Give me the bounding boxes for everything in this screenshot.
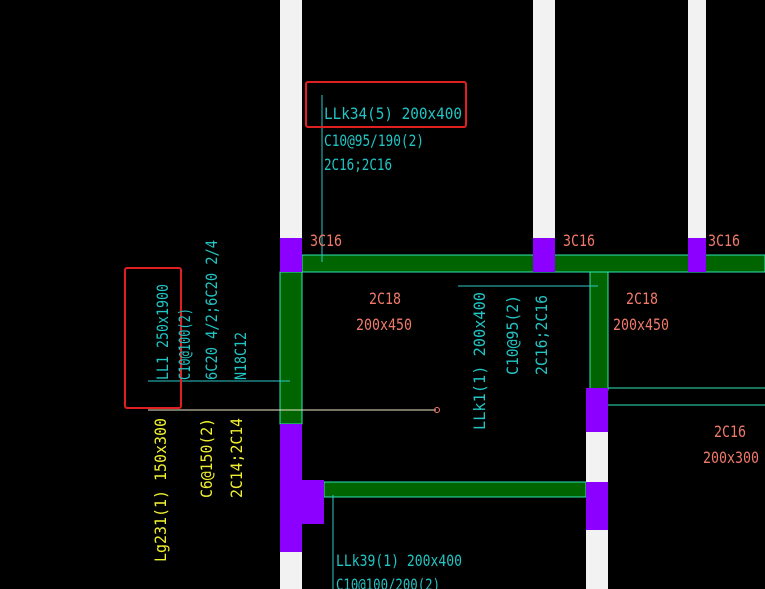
wall-left-upper (280, 0, 302, 238)
right-line2: 200x300 (703, 448, 759, 467)
wall-center-lower-1 (586, 432, 608, 482)
column-3 (688, 238, 706, 272)
ll1-line4: N18C12 (231, 332, 250, 380)
column-1 (280, 238, 302, 272)
lg231-line1: Lg231(1) 150x300 (151, 418, 170, 562)
span1-line2: 200x450 (356, 315, 412, 334)
walls (280, 0, 706, 589)
span2-line1: 2C18 (626, 289, 658, 308)
llk1-line3: 2C16;2C16 (532, 295, 551, 375)
wall-mid-upper (533, 0, 555, 238)
highlight-box-ll1 (124, 267, 182, 409)
beam-mid-vertical (589, 271, 609, 391)
leader-lg231-endpoint (434, 407, 440, 413)
wall-center-lower-2 (586, 530, 608, 589)
column-2 (533, 238, 555, 272)
lg231-line2: C6@150(2) (197, 418, 216, 498)
llk34-line3: 2C16;2C16 (324, 155, 392, 174)
column-5 (280, 424, 302, 552)
llk1-line1: LLk1(1) 200x400 (470, 292, 489, 430)
right-line1: 2C16 (714, 422, 746, 441)
top-label-3: 3C16 (708, 231, 740, 250)
lg231-line3: 2C14;2C14 (227, 418, 246, 498)
columns (280, 238, 706, 552)
column-6 (302, 480, 324, 524)
llk39-line1: LLk39(1) 200x400 (336, 551, 462, 570)
ll1-line1: LL1 250x1900 (153, 284, 172, 380)
column-7 (586, 482, 608, 530)
top-label-1: 3C16 (310, 231, 342, 250)
llk34-line1: LLk34(5) 200x400 (324, 104, 462, 123)
beam-lower (323, 481, 587, 498)
ll1-line2: C10@100(2) (175, 308, 194, 380)
llk34-line2: C10@95/190(2) (324, 131, 424, 150)
wall-left-lower (280, 552, 302, 589)
ll1-line3: 6C20 4/2;6C20 2/4 (202, 240, 221, 380)
beam-left-vertical (279, 271, 303, 425)
leader-lines (148, 95, 598, 589)
span2-line2: 200x450 (613, 315, 669, 334)
highlight-box-llk34 (305, 81, 467, 128)
column-4 (586, 388, 608, 432)
llk1-line2: C10@95(2) (503, 295, 522, 375)
llk39-line2: C10@100/200(2) (336, 575, 440, 589)
wall-right-upper (688, 0, 706, 238)
top-label-2: 3C16 (563, 231, 595, 250)
span1-line1: 2C18 (369, 289, 401, 308)
